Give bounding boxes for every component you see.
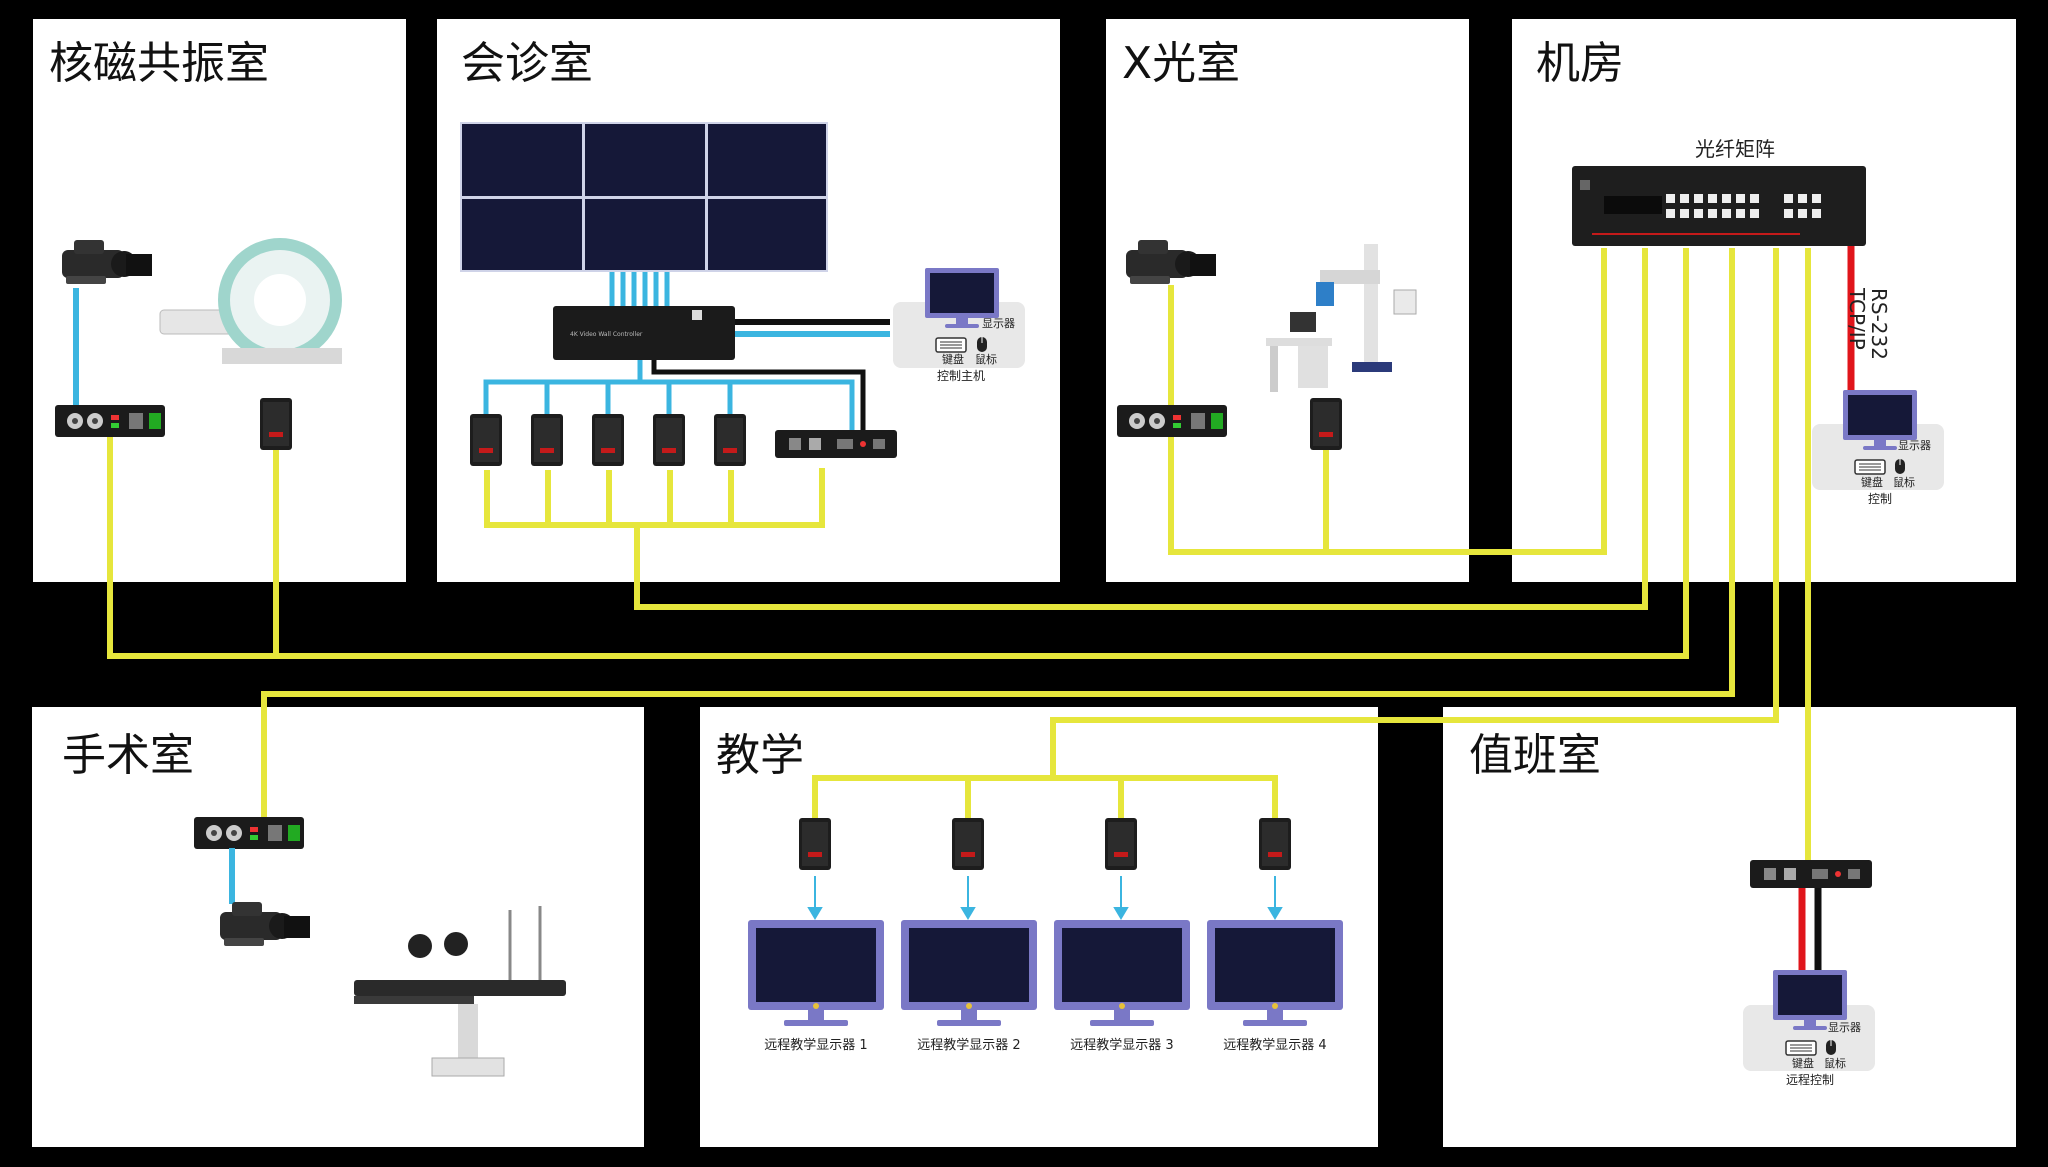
room-surgery: 手术室 (32, 707, 644, 1147)
room-title: 核磁共振室 (49, 38, 269, 89)
keyboard-icon (1785, 1040, 1817, 1056)
teach-display-label: 远程教学显示器 1 (764, 1037, 867, 1053)
mouse-label: 鼠标 (1824, 1056, 1846, 1070)
monitor-label: 显示器 (1898, 439, 1931, 452)
keyboard-label: 键盘 (1861, 475, 1883, 489)
hdmi-extender-box (775, 430, 897, 458)
teaching-devices: 远程教学显示器 1 远程教学显示器 2 远程教学显示器 3 远程教学显示器 4 (748, 818, 1343, 1053)
fiber-teaching-drops (965, 778, 1124, 818)
fiber-consult-matrix (634, 248, 1648, 610)
video-camera-icon (62, 240, 152, 284)
rs232-label: RS-232 (1867, 288, 1891, 360)
room-title: 手术室 (62, 730, 194, 781)
mouse-icon (1825, 1039, 1837, 1056)
fiber-teaching-bus (812, 775, 1278, 818)
monitor-label: 显示器 (1828, 1021, 1861, 1034)
fiber-receiver-icon (592, 414, 624, 466)
operating-table-icon (354, 906, 566, 1077)
video-camera-icon (220, 902, 310, 946)
room-title: 会诊室 (461, 38, 593, 89)
room-title: 教学 (716, 730, 804, 781)
mouse-label: 鼠标 (1893, 475, 1915, 489)
teach-display-label: 远程教学显示器 3 (1070, 1037, 1173, 1053)
remote-control-label: 远程控制 (1786, 1072, 1834, 1087)
controller-text: 4K Video Wall Controller (570, 331, 643, 338)
room-mri: 核磁共振室 (33, 19, 406, 582)
controller-links (483, 319, 890, 432)
mouse-label: 鼠标 (975, 352, 997, 366)
fiber-mri-camera (107, 248, 1689, 659)
room-title: X光室 (1122, 38, 1241, 89)
control-host-label: 控制主机 (937, 369, 985, 383)
matrix-label: 光纤矩阵 (1695, 137, 1775, 161)
hdmi-extender-box (1750, 860, 1872, 888)
video-wall-controller: 4K Video Wall Controller (553, 306, 735, 360)
monitor-label: 显示器 (982, 317, 1015, 330)
monitor-icon (1054, 920, 1190, 1026)
fiber-consult-drops (484, 470, 734, 525)
fiber-surgery (261, 248, 1735, 828)
control-label: 控制 (1868, 492, 1892, 506)
wall-hdmi-links (609, 272, 670, 306)
teach-display-label: 远程教学显示器 2 (917, 1037, 1020, 1053)
fiber-xray-camera (1168, 248, 1607, 555)
video-camera-icon (1126, 240, 1216, 284)
teach-display-label: 远程教学显示器 4 (1223, 1037, 1326, 1053)
monitor-icon (748, 920, 884, 1026)
fiber-receiver-icon (1105, 818, 1137, 870)
machine-control-station: 显示器 键盘 鼠标 控制 (1812, 390, 1944, 506)
monitor-icon (1207, 920, 1343, 1026)
room-title: 值班室 (1469, 730, 1601, 781)
tcpip-label: TCP/IP (1845, 287, 1869, 350)
fiber-transmitter-box (1117, 405, 1227, 437)
consult-receivers (470, 414, 897, 466)
fiber-receiver-icon (653, 414, 685, 466)
keyboard-label: 键盘 (1792, 1056, 1814, 1070)
mouse-icon (1894, 458, 1906, 475)
keyboard-icon (1854, 459, 1886, 475)
xray-machine-icon (1266, 244, 1417, 392)
monitor-icon (901, 920, 1037, 1026)
mri-scanner-icon (159, 238, 342, 364)
fiber-transmitter-box (55, 405, 165, 437)
fiber-consult-bus (484, 468, 825, 528)
mouse-icon (976, 336, 988, 353)
fiber-teaching (1050, 248, 1779, 778)
fiber-receiver-icon (714, 414, 746, 466)
room-title: 机房 (1536, 38, 1624, 89)
fiber-receiver-icon (531, 414, 563, 466)
room-duty: 值班室 (1443, 707, 2016, 1147)
keyboard-icon (935, 337, 967, 353)
xray-devices (1117, 240, 1417, 450)
fiber-matrix-switch (1572, 166, 1866, 246)
keyboard-label: 键盘 (942, 352, 964, 366)
fiber-transmitter-box (194, 817, 304, 849)
fiber-receiver-icon (952, 818, 984, 870)
fiber-cables (107, 248, 1811, 862)
mri-devices (55, 238, 342, 450)
fiber-transmitter-icon (260, 398, 292, 450)
fiber-receiver-icon (799, 818, 831, 870)
duty-devices: 显示器 键盘 鼠标 远程控制 (1743, 860, 1875, 1087)
control-host: 显示器 键盘 鼠标 控制主机 (893, 268, 1025, 383)
fiber-transmitter-icon (1310, 398, 1342, 450)
surgery-devices (194, 817, 566, 1077)
fiber-receiver-icon (470, 414, 502, 466)
fiber-receiver-icon (1259, 818, 1291, 870)
video-wall (460, 122, 828, 272)
